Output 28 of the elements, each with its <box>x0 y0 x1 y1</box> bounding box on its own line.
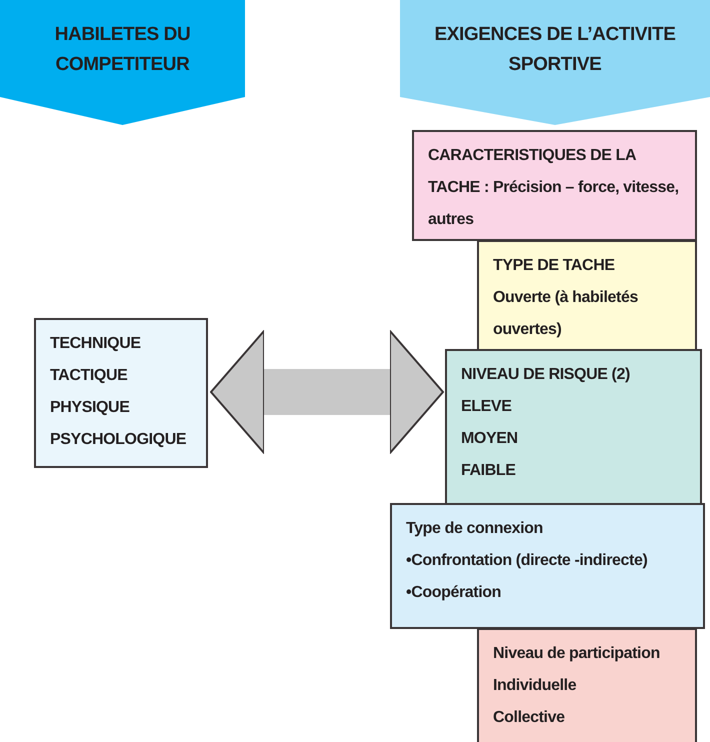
header-banner <box>0 0 245 125</box>
text-box <box>34 318 208 468</box>
box-heading: NIVEAU DE RISQUE (2) <box>461 365 631 385</box>
text-box <box>390 503 705 629</box>
list-item: FAIBLE <box>461 461 516 481</box>
box-heading: TYPE DE TACHE <box>493 256 616 276</box>
list-item: •Coopération <box>406 583 502 603</box>
header-banner <box>400 0 710 125</box>
list-item: TACTIQUE <box>50 366 128 386</box>
box-heading: Niveau de participation <box>493 644 661 664</box>
text-box <box>445 349 702 505</box>
text-box <box>412 130 697 241</box>
banner-heading: HABILETES DU COMPETITEUR <box>54 23 192 77</box>
list-item: Ouverte (à habiletés ouvertes) <box>493 288 639 340</box>
list-item: CARACTERISTIQUES DE LA TACHE : Précision – force, vitesse, autres <box>428 146 680 230</box>
list-item: Individuelle <box>493 676 578 696</box>
list-item: MOYEN <box>461 429 519 449</box>
list-item: Collective <box>493 708 566 728</box>
list-item: TECHNIQUE <box>50 334 142 354</box>
banner-heading: EXIGENCES DE L’ACTIVITE SPORTIVE <box>433 23 676 77</box>
list-item: PSYCHOLOGIQUE <box>50 430 188 450</box>
double-arrow <box>210 330 444 454</box>
list-item: PHYSIQUE <box>50 398 130 418</box>
text-box <box>477 240 697 352</box>
list-item: ELEVE <box>461 397 512 417</box>
text-box <box>477 628 697 742</box>
box-heading: Type de connexion <box>406 519 544 539</box>
list-item: •Confrontation (directe -indirecte) <box>406 551 648 571</box>
